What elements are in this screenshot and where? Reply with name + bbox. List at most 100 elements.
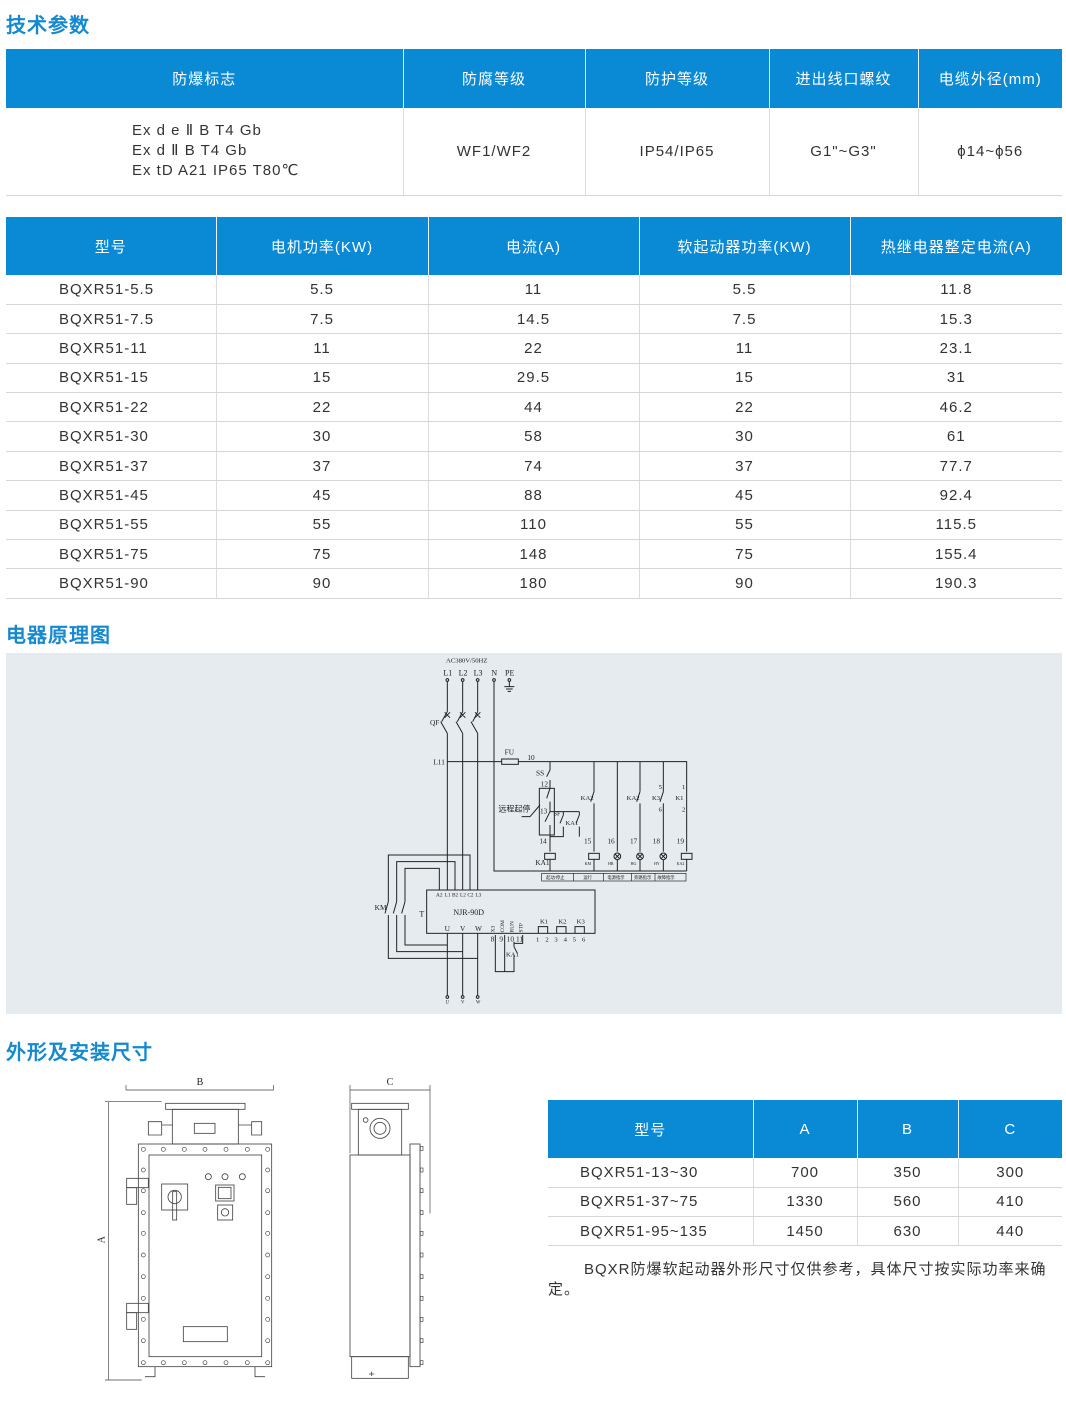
corrosion-value: WF1/WF2 [402, 108, 585, 196]
fuse-icon [501, 758, 519, 765]
km-bypass-contacts [384, 901, 406, 914]
t-label: T [419, 910, 424, 919]
header-b: B [856, 1100, 958, 1158]
header-starter-power: 软起动器功率(KW) [638, 217, 850, 275]
model-cell: BQXR51-37 [6, 451, 216, 482]
box-terminal: L3 [475, 892, 481, 898]
bypass-wiring [387, 854, 478, 959]
explosion-spec-table: 防爆标志 防腐等级 防护等级 进出线口螺纹 电缆外径(mm) Ex d e Ⅱ … [6, 49, 1062, 196]
model-cell: BQXR51-95~135 [548, 1216, 753, 1247]
ctrl-num: 10 [507, 935, 515, 944]
ctrl-num: 11 [516, 935, 523, 944]
header-corrosion: 防腐等级 [402, 49, 585, 108]
header-a: A [752, 1100, 857, 1158]
node-12: 12 [541, 780, 549, 789]
ex-mark-line: Ex d Ⅱ B T4 Gb [132, 142, 248, 160]
starter-power-cell: 75 [638, 539, 850, 570]
model-cell: BQXR51-90 [6, 568, 216, 599]
phase-label: L3 [474, 669, 483, 678]
l11-label: L11 [433, 757, 445, 766]
motor-power-cell: 37 [215, 451, 428, 482]
ground-icon [504, 681, 515, 692]
current-cell: 110 [427, 510, 639, 541]
motor-power-cell: 30 [215, 421, 428, 452]
output-terminal: U [445, 924, 451, 933]
relay-label: K2 [558, 918, 566, 925]
ctrl-terminal: X3 [491, 925, 497, 932]
c-cell: 410 [957, 1187, 1062, 1218]
thread-value: G1"~G3" [768, 108, 918, 196]
current-cell: 29.5 [427, 363, 639, 394]
node-label: 19 [677, 836, 685, 845]
output-lines [446, 933, 479, 996]
ka2-contact-label: KA2 [627, 795, 640, 802]
ctrl-num: 8 [491, 935, 495, 944]
header-thread: 进出线口螺纹 [768, 49, 918, 108]
current-cell: 74 [427, 451, 639, 482]
dim-label-a: A [96, 1235, 107, 1243]
header-relay-current: 热继电器整定电流(A) [849, 217, 1062, 275]
enclosure-drawings: B A C [96, 1077, 431, 1381]
dim-label-b: B [197, 1077, 204, 1088]
relay-current-cell: 155.4 [849, 539, 1062, 570]
ex-mark-line: Ex d e Ⅱ B T4 Gb [132, 122, 262, 140]
ex-mark-cell: Ex d e Ⅱ B T4 Gb Ex d Ⅱ B T4 Gb Ex tD A2… [6, 108, 403, 196]
starter-power-cell: 55 [638, 510, 850, 541]
a-cell: 1330 [752, 1187, 857, 1218]
ka2-coil [680, 852, 693, 860]
output-terminal: V [460, 924, 466, 933]
bar-label: 运行 [583, 874, 592, 881]
indicator-lamps [613, 852, 668, 861]
relay-current-cell: 11.8 [849, 275, 1062, 305]
box-terminal: A2 [436, 892, 443, 898]
relay-current-cell: 190.3 [849, 568, 1062, 599]
ctrl-terminal: COM [500, 920, 506, 932]
b-cell: 350 [856, 1158, 958, 1188]
starter-power-cell: 11 [638, 333, 850, 364]
header-model: 型号 [548, 1100, 753, 1158]
control-bus [447, 761, 688, 852]
model-cell: BQXR51-55 [6, 510, 216, 541]
b-cell: 560 [856, 1187, 958, 1218]
model-cell: BQXR51-15 [6, 363, 216, 394]
current-cell: 14.5 [427, 304, 639, 335]
cable-value: ϕ14~ϕ56 [917, 108, 1062, 196]
c-cell: 440 [957, 1216, 1062, 1247]
box-terminal: L1 [445, 892, 451, 898]
node-label: 16 [607, 836, 615, 845]
node-label: 15 [584, 836, 592, 845]
relay-label: K3 [577, 918, 586, 925]
model-cell: BQXR51-45 [6, 480, 216, 511]
ex-mark-line: Ex tD A21 IP65 T80℃ [132, 162, 300, 180]
relay-current-cell: 23.1 [849, 333, 1062, 364]
relay-current-cell: 46.2 [849, 392, 1062, 423]
starter-power-cell: 90 [638, 568, 850, 599]
dim-label-c: C [387, 1077, 394, 1088]
km-coil [588, 852, 600, 860]
section-title-dimensions: 外形及安装尺寸 [6, 1042, 153, 1064]
box-terminal: C2 [467, 892, 474, 898]
current-cell: 11 [427, 275, 639, 305]
soft-starter-box [426, 889, 596, 934]
dimension-lines [349, 1085, 431, 1214]
relay-current-cell: 31 [849, 363, 1062, 394]
relay-num: 2 [545, 937, 548, 944]
header-ex-mark: 防爆标志 [6, 49, 403, 108]
supply-terminals [445, 678, 512, 682]
protection-value: IP54/IP65 [584, 108, 769, 196]
node-5: 5 [659, 784, 663, 791]
relay-contacts [537, 926, 585, 934]
relay-current-cell: 61 [849, 421, 1062, 452]
start-stop-branch [544, 761, 580, 852]
header-model: 型号 [6, 217, 216, 275]
coil-label: HR [608, 861, 614, 866]
motor-power-cell: 75 [215, 539, 428, 570]
phase-label: L1 [443, 669, 452, 678]
header-protection: 防护等级 [584, 49, 769, 108]
motor-power-cell: 55 [215, 510, 428, 541]
model-cell: BQXR51-37~75 [548, 1187, 753, 1218]
